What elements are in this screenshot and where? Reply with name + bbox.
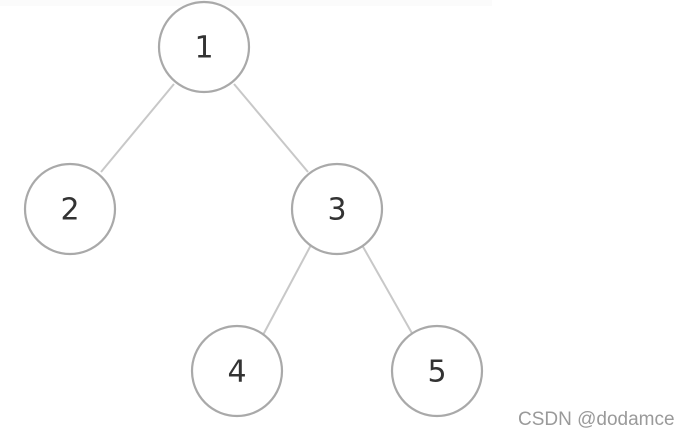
node-circle	[290, 162, 384, 256]
node-label: 5	[427, 355, 446, 390]
edge-3-4	[262, 244, 312, 336]
tree-node-5: 5	[390, 324, 484, 418]
tree-node-1: 1	[157, 0, 251, 94]
watermark: CSDN @dodamce	[518, 409, 675, 430]
node-label: 4	[227, 355, 246, 390]
node-label: 1	[194, 31, 213, 66]
tree-node-4: 4	[190, 324, 284, 418]
edges	[100, 83, 414, 336]
node-label: 2	[60, 193, 79, 228]
node-circle	[157, 0, 251, 94]
tree-node-3: 3	[290, 162, 384, 256]
node-circle	[23, 162, 117, 256]
edge-1-2	[100, 83, 175, 173]
node-circle	[190, 324, 284, 418]
node-circle	[390, 324, 484, 418]
top-band	[0, 0, 492, 6]
node-label: 3	[327, 193, 346, 228]
tree-node-2: 2	[23, 162, 117, 256]
edge-3-5	[361, 244, 414, 336]
edge-1-3	[233, 83, 309, 173]
